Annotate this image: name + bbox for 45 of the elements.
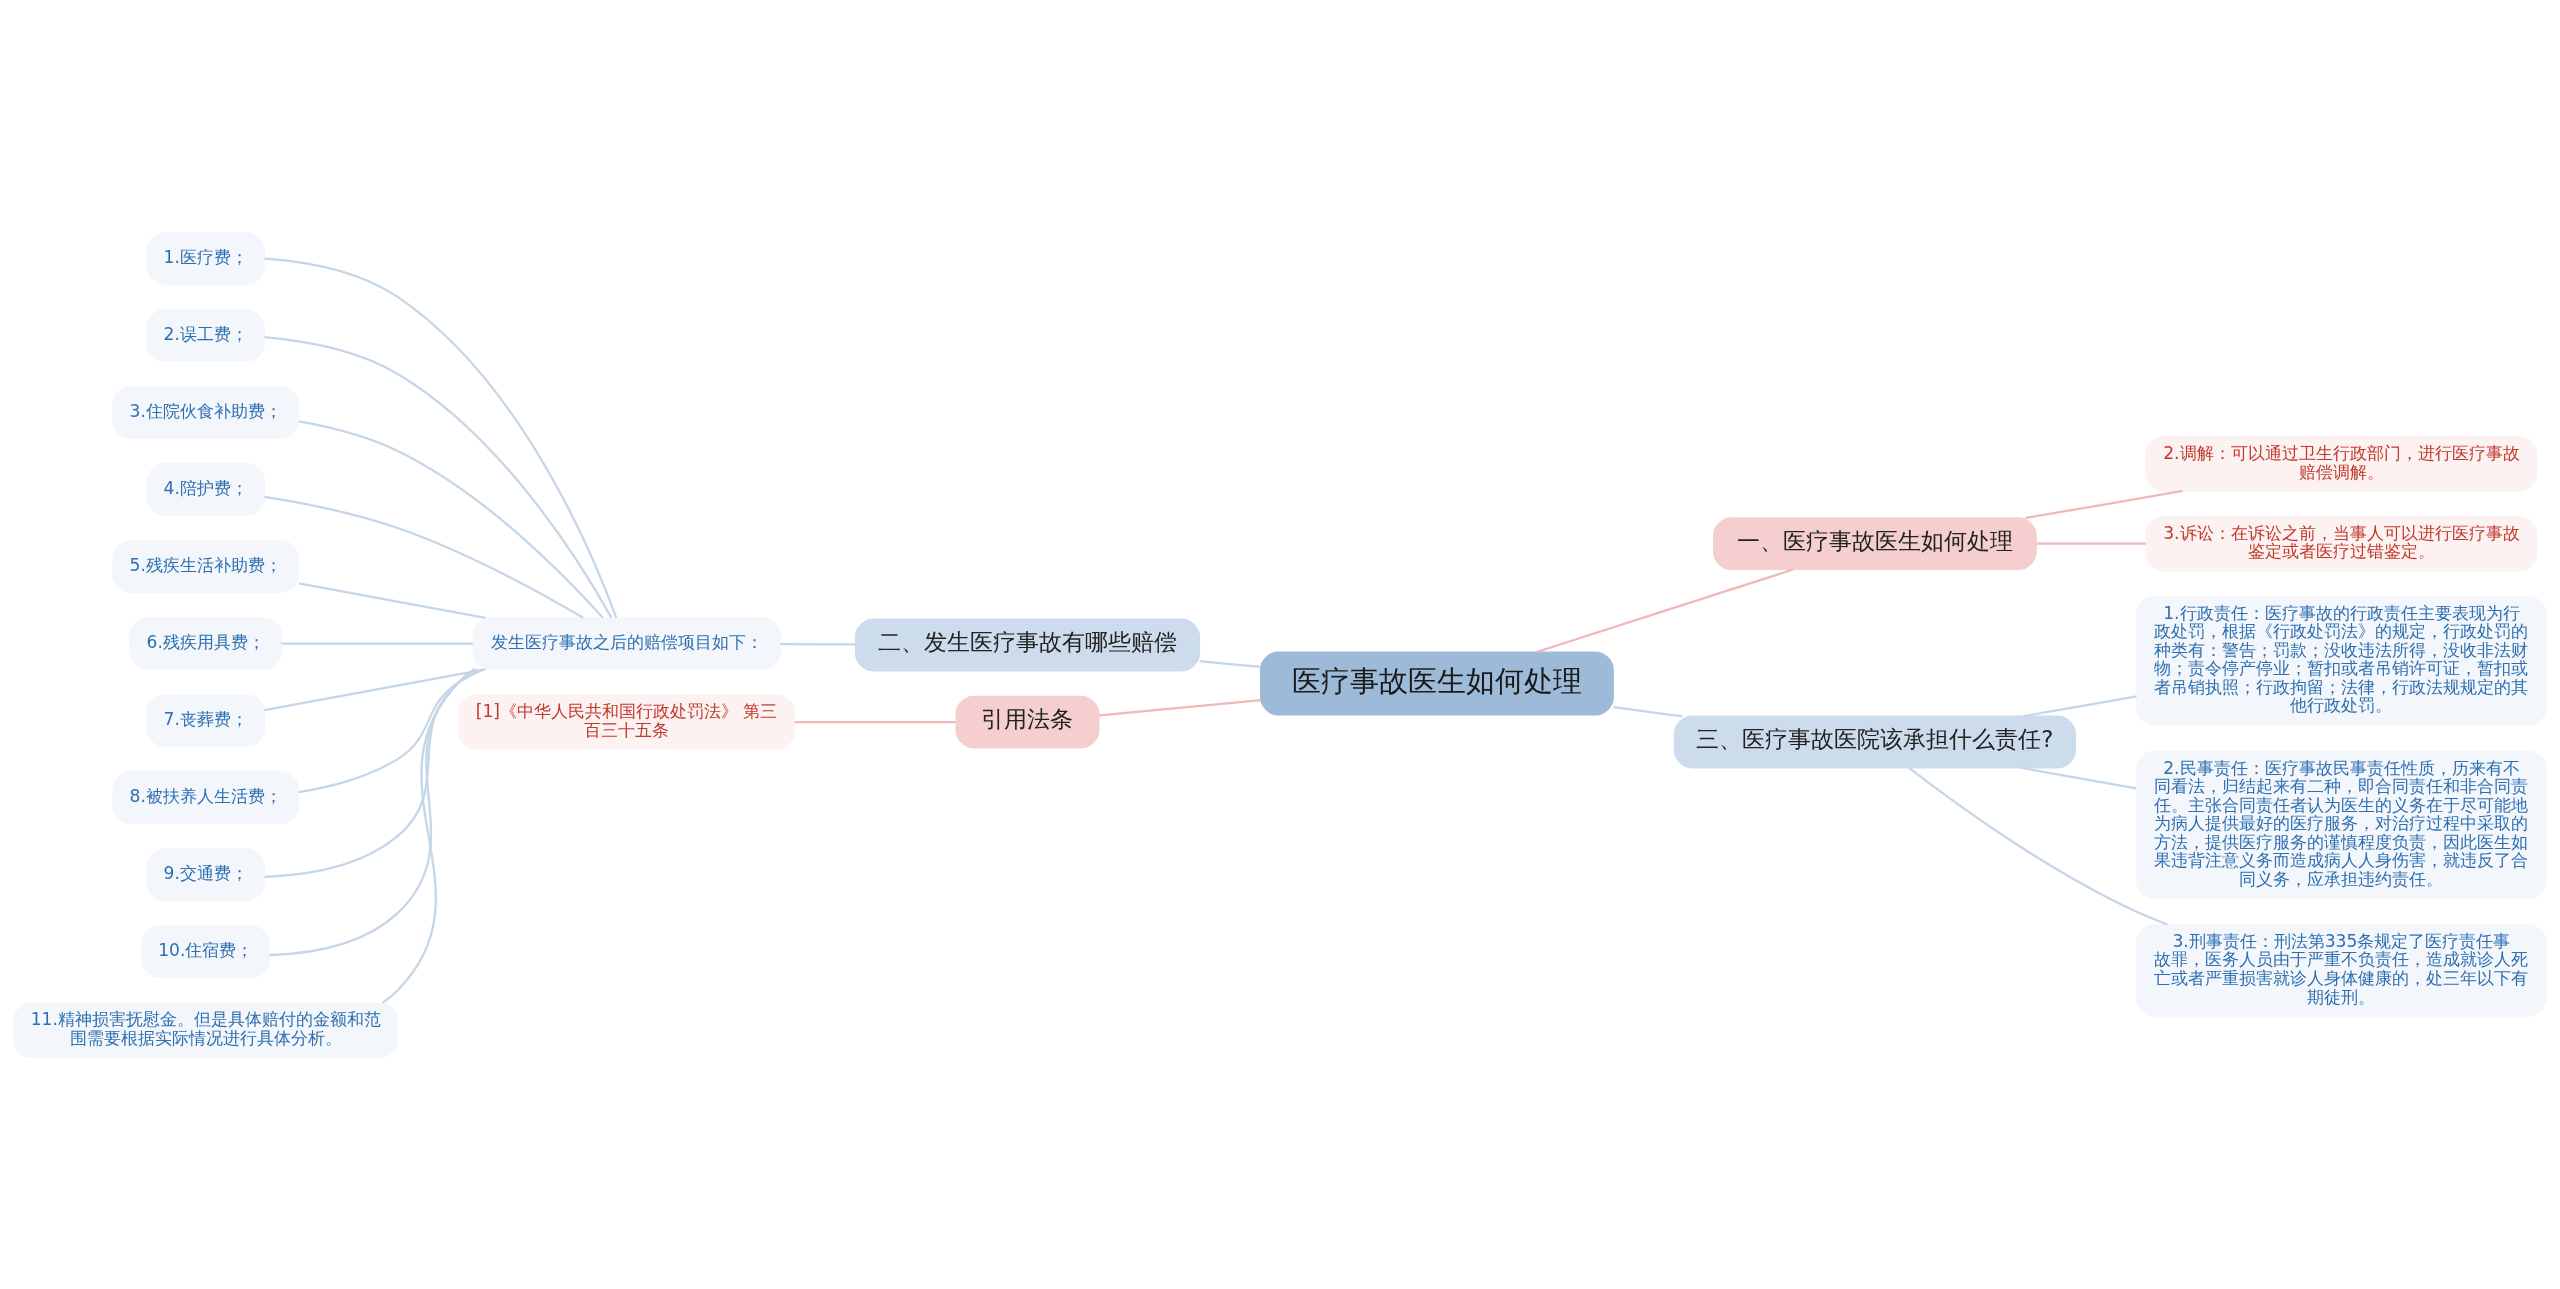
node-box: 2.调解：可以通过卫生行政部门，进行医疗事故赔偿调解。 xyxy=(2145,435,2538,492)
node-box: 3.住院伙食补助费； xyxy=(112,385,300,439)
node-box: 6.残疾用具费； xyxy=(129,616,283,670)
node-box: 5.残疾生活补助费； xyxy=(112,539,300,593)
connector xyxy=(1099,698,1261,716)
node-box: 11.精神损害抚慰金。但是具体赔付的金额和范围需要根据实际情况进行具体分析。 xyxy=(13,1001,399,1058)
node-box: 7.丧葬费； xyxy=(146,693,265,747)
node-box: 1.行政责任：医疗事故的行政责任主要表现为行政处罚，根据《行政处罚法》的规定，行政处罚的种类有：警告；罚款；没收违法所得，没收非法财物；责令停产停业；暂扣或者吊销许可证，暂扣或者吊销执照；行政拘留；法律，行政法规规定的其他行政处罚。 xyxy=(2135,595,2547,726)
node-box: 三、医疗事故医院该承担什么责任? xyxy=(1673,715,2077,768)
node-box: 2.误工费； xyxy=(146,308,265,362)
node-box: 引用法条 xyxy=(955,695,1100,748)
connector xyxy=(281,641,473,645)
connector xyxy=(269,668,476,956)
connector xyxy=(2025,489,2183,519)
connector xyxy=(264,495,584,619)
connector xyxy=(1536,567,1794,653)
connector xyxy=(298,667,484,793)
node-box: 2.民事责任：医疗事故民事责任性质，历来有不同看法，归结起来有二种，即合同责任和非合同责任。主张合同责任者认为医生的义务在于尽可能地为病人提供最好的医疗服务，对治疗过程中采取的方法，提供医疗服务的谨慎程度负责，因此医生如果违背注意义务而造成病人人身伤害，就违反了合同义务，应承担违约责任。 xyxy=(2135,750,2547,899)
node-box: 8.被扶养人生活费； xyxy=(112,770,300,824)
node-box: 3.刑事责任：刑法第335条规定了医疗责任事故罪，医务人员由于严重不负责任，造成就诊人死亡或者严重损害就诊人身体健康的，处三年以下有期徒刑。 xyxy=(2135,923,2547,1017)
connector xyxy=(264,667,486,711)
node-box: [1]《中华人民共和国行政处罚法》 第三百三十五条 xyxy=(458,693,795,750)
connector xyxy=(2020,766,2137,790)
node-box: 9.交通费； xyxy=(146,847,265,901)
node-box: 发生医疗事故之后的赔偿项目如下： xyxy=(472,616,781,670)
connector xyxy=(264,335,613,618)
connector xyxy=(298,581,486,619)
connector xyxy=(1908,766,2168,926)
connector xyxy=(1613,705,1683,717)
connector xyxy=(2022,694,2137,717)
node-box: 1.医疗费； xyxy=(146,231,265,285)
connector xyxy=(1199,659,1261,668)
node-box: 10.住宿费； xyxy=(141,924,270,978)
connector xyxy=(264,667,478,878)
connector xyxy=(298,419,604,618)
node-box: 二、发生医疗事故有哪些赔偿 xyxy=(854,618,1201,671)
node-box: 一、医疗事故医生如何处理 xyxy=(1712,516,2037,570)
connector xyxy=(794,720,956,723)
connector xyxy=(2036,542,2146,545)
node-box: 3.诉讼：在诉讼之前，当事人可以进行医疗事故鉴定或者医疗过错鉴定。 xyxy=(2145,515,2538,572)
connector xyxy=(264,256,618,618)
connector xyxy=(381,667,475,1004)
node-box: 4.陪护费； xyxy=(146,462,265,516)
node-box: 医疗事故医生如何处理 xyxy=(1260,650,1614,716)
connector xyxy=(780,642,856,646)
